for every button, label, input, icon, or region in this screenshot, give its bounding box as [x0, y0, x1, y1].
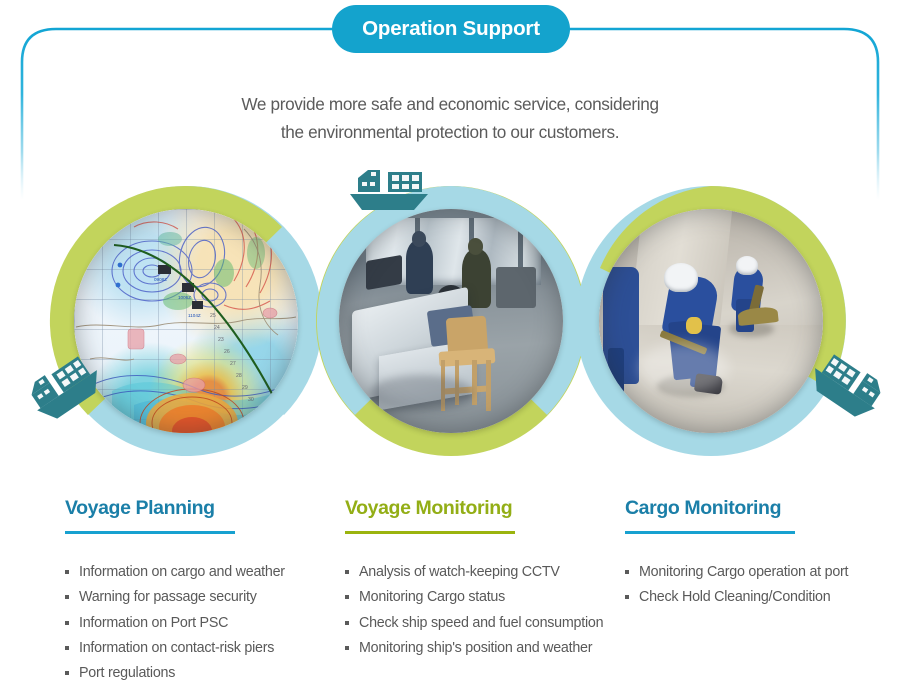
list-cargo-monitoring: Monitoring Cargo operation at port Check… — [625, 560, 900, 611]
circle-voyage-planning: 25 24 23 26 27 28 29 30 01 02 0908Z — [41, 176, 331, 466]
container-ship-icon — [31, 356, 97, 419]
heading-rule — [345, 531, 515, 534]
svg-text:26: 26 — [224, 349, 230, 355]
svg-text:28: 28 — [236, 373, 242, 379]
column-voyage-planning: Voyage Planning Information on cargo and… — [65, 496, 355, 686]
svg-text:29: 29 — [242, 385, 248, 391]
list-item: Analysis of watch-keeping CCTV — [345, 560, 635, 585]
list-item: Monitoring ship's position and weather — [345, 636, 635, 661]
circle-cargo-monitoring — [566, 176, 856, 466]
circle-voyage-monitoring — [306, 176, 596, 466]
list-item: Port regulations — [65, 661, 355, 686]
heading-rule — [625, 531, 795, 534]
svg-text:1104Z: 1104Z — [188, 313, 201, 318]
heading-rule — [65, 531, 235, 534]
list-voyage-monitoring: Analysis of watch-keeping CCTV Monitorin… — [345, 560, 635, 661]
cargo-monitoring-photo — [599, 209, 823, 433]
subtitle-line-1: We provide more safe and economic servic… — [241, 94, 659, 114]
svg-text:1006Z: 1006Z — [178, 295, 191, 300]
heading-voyage-monitoring: Voyage Monitoring — [345, 497, 513, 519]
svg-text:23: 23 — [218, 337, 224, 343]
svg-text:02: 02 — [260, 419, 266, 425]
svg-text:27: 27 — [230, 361, 236, 367]
container-ship-icon — [350, 170, 428, 210]
svg-text:24: 24 — [214, 325, 220, 331]
list-item: Monitoring Cargo status — [345, 585, 635, 610]
subtitle: We provide more safe and economic servic… — [0, 90, 900, 146]
svg-text:01: 01 — [254, 409, 260, 415]
list-item: Check ship speed and fuel consumption — [345, 611, 635, 636]
svg-text:0908Z: 0908Z — [154, 277, 167, 282]
heading-cargo-monitoring: Cargo Monitoring — [625, 497, 782, 519]
heading-voyage-planning: Voyage Planning — [65, 497, 215, 519]
subtitle-line-2: the environmental protection to our cust… — [280, 122, 620, 142]
list-item: Monitoring Cargo operation at port — [625, 560, 900, 585]
column-cargo-monitoring: Cargo Monitoring Monitoring Cargo operat… — [625, 496, 900, 611]
svg-text:25: 25 — [210, 313, 216, 319]
list-item: Information on Port PSC — [65, 611, 355, 636]
column-voyage-monitoring: Voyage Monitoring Analysis of watch-keep… — [345, 496, 635, 661]
list-item: Warning for passage security — [65, 585, 355, 610]
list-item: Information on contact-risk piers — [65, 636, 355, 661]
voyage-monitoring-photo — [339, 209, 563, 433]
container-ship-icon — [815, 354, 881, 417]
list-voyage-planning: Information on cargo and weather Warning… — [65, 560, 355, 686]
list-item: Check Hold Cleaning/Condition — [625, 585, 900, 610]
list-item: Information on cargo and weather — [65, 560, 355, 585]
voyage-planning-photo: 25 24 23 26 27 28 29 30 01 02 0908Z — [74, 209, 298, 433]
operation-support-badge: Operation Support — [332, 5, 570, 53]
badge-label: Operation Support — [362, 17, 540, 40]
svg-text:30: 30 — [248, 397, 254, 403]
